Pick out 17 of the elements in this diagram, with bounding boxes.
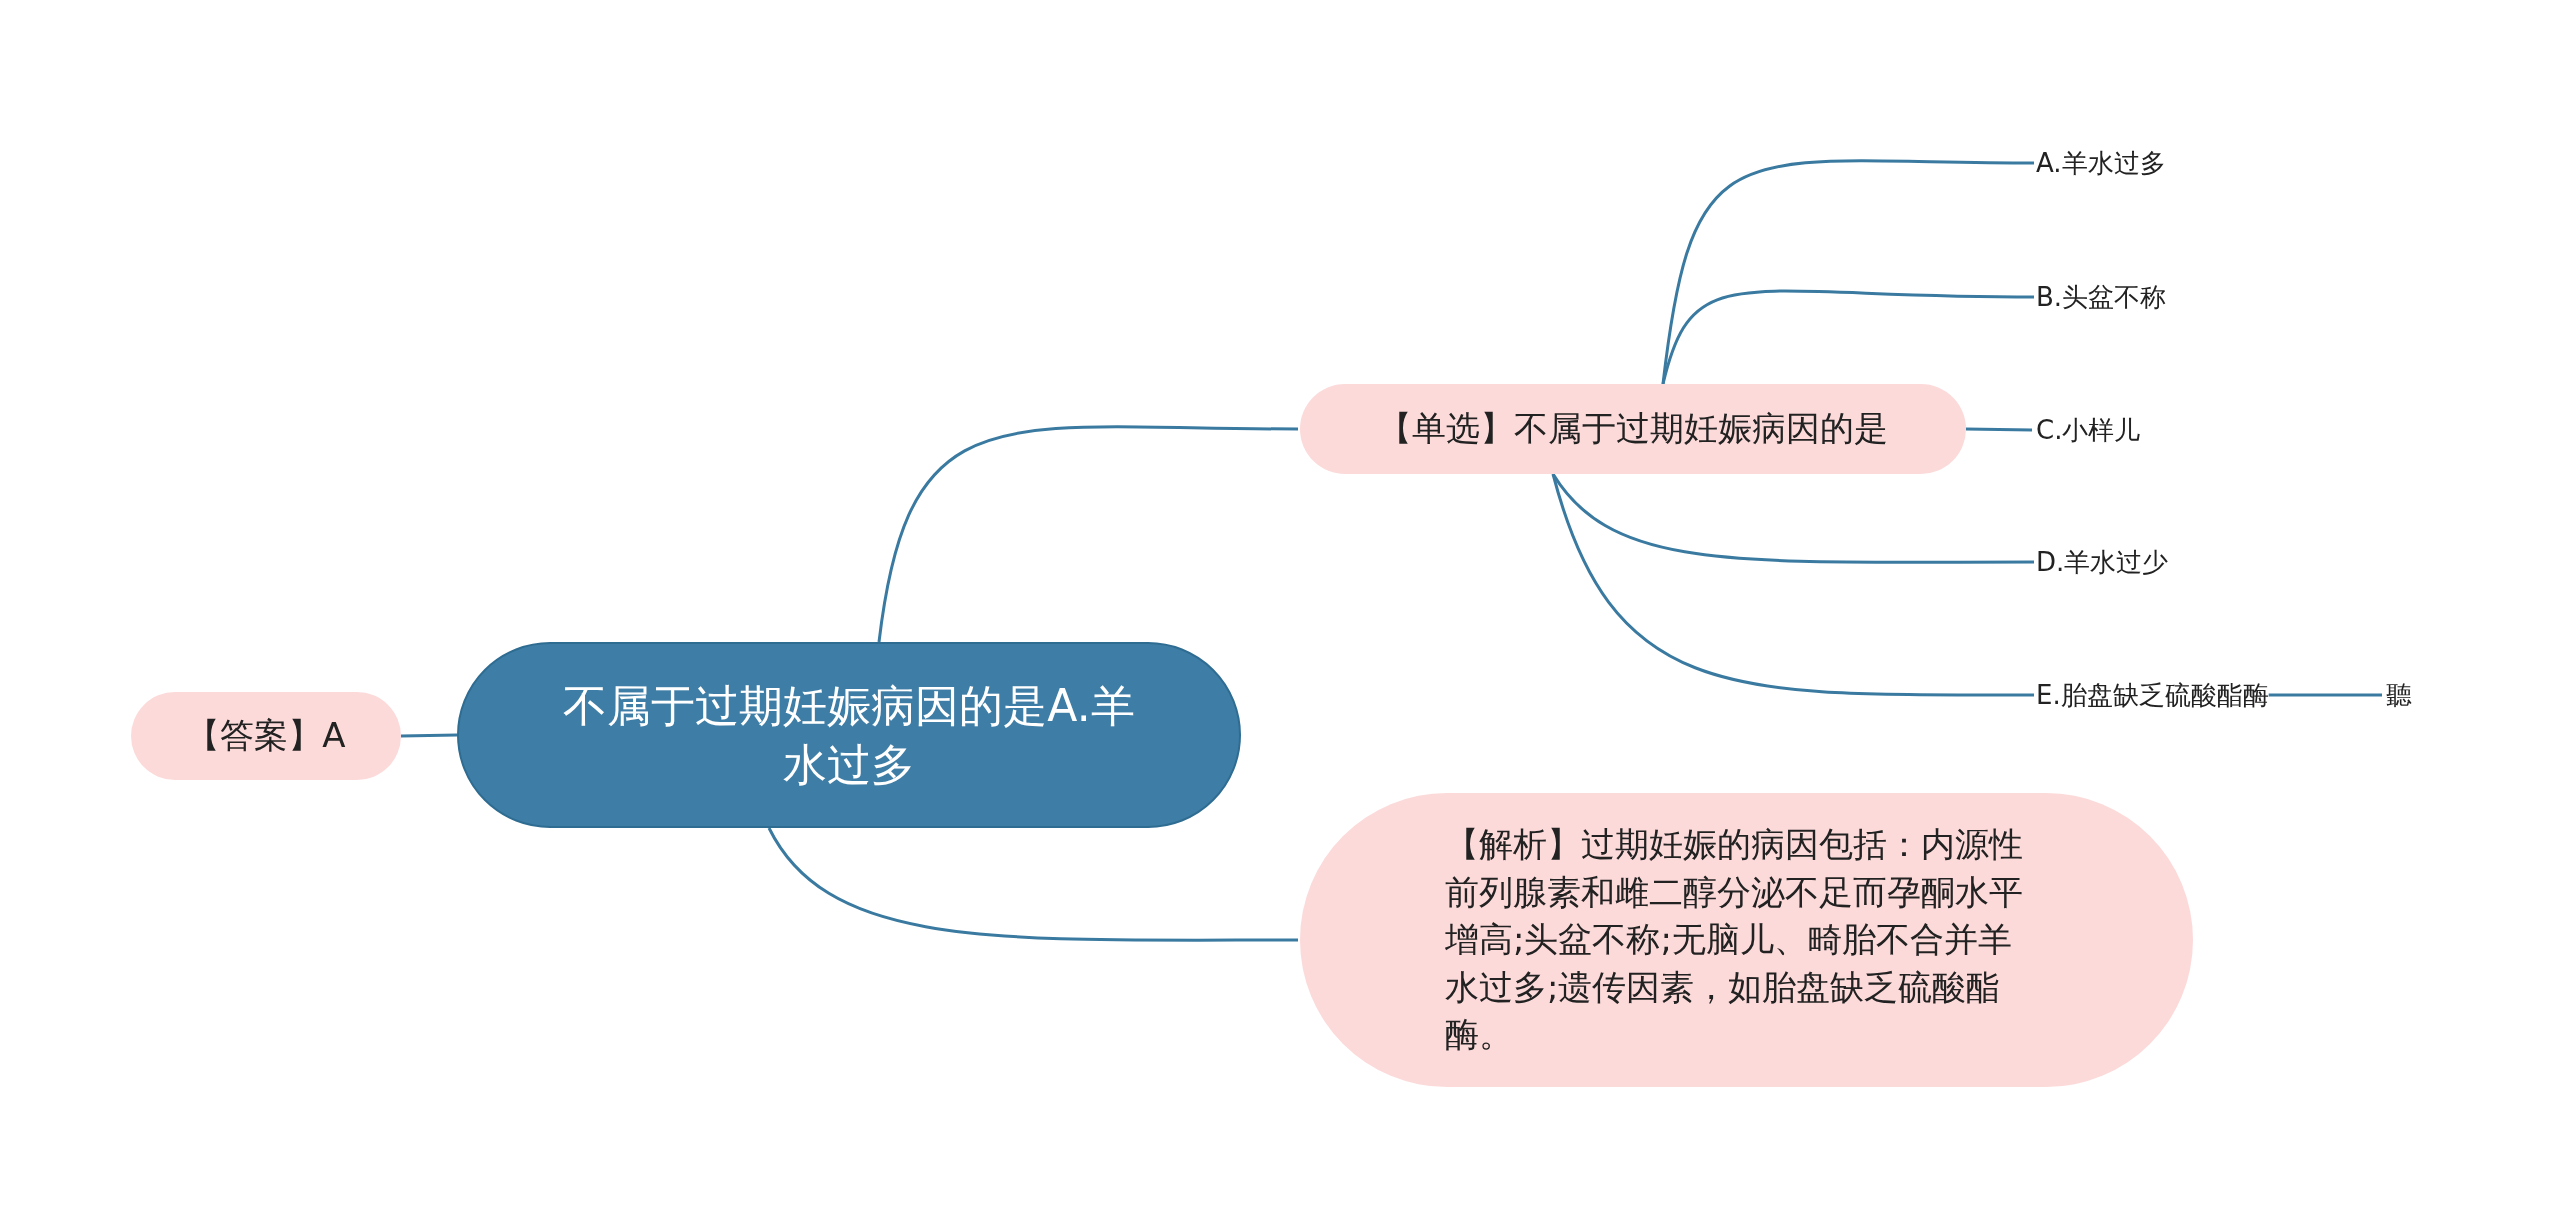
option-text: C.小样儿 <box>2036 412 2141 448</box>
option-text: A.羊水过多 <box>2036 145 2166 181</box>
option-text: B.头盆不称 <box>2036 279 2167 315</box>
connector-line <box>2268 693 2382 697</box>
connector-line <box>767 827 1298 942</box>
connector-line <box>1661 289 2034 385</box>
option-text: E.胎盘缺乏硫酸酯酶 <box>2036 677 2269 713</box>
topic-text: 【答案】A <box>186 714 346 758</box>
connector-line <box>1965 427 2033 432</box>
connector-line <box>400 733 458 738</box>
topic-text: 【单选】不属于过期妊娠病因的是 <box>1378 407 1888 451</box>
option-text: D.羊水过少 <box>2036 544 2169 580</box>
topic-text: 【解析】过期妊娠的病因包括：内源性前列腺素和雌二醇分泌不足而孕酮水平增高;头盆不称;无脑儿、畸胎不合并羊水过多;遗传因素，如胎盘缺乏硫酸酯酶。 <box>1445 823 2024 1057</box>
option-text: 聽 <box>2386 677 2412 713</box>
connector-line <box>877 425 1298 643</box>
connector-line <box>1551 473 2034 697</box>
topic-text: 不属于过期妊娠病因的是A.羊水过多 <box>562 678 1136 792</box>
